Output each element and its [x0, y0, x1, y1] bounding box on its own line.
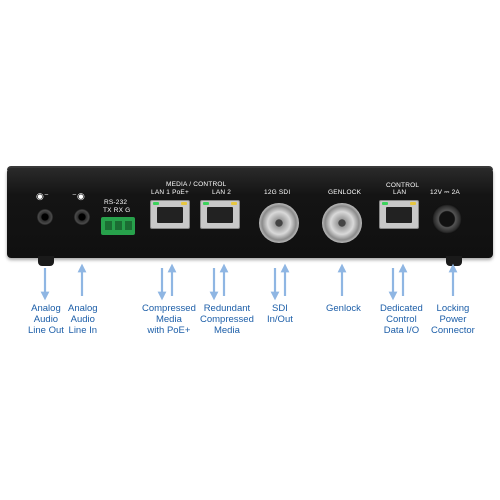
- caption-genlock: Genlock: [326, 303, 361, 314]
- control-lan-label: LAN: [393, 189, 407, 196]
- sdi-label: 12G SDI: [264, 189, 291, 196]
- lan1-label: LAN 1 PoE+: [151, 189, 189, 196]
- lan2-port: [200, 200, 240, 229]
- media-control-label: MEDIA / CONTROL: [166, 181, 227, 188]
- audio-out-icon: ◉⁻: [36, 191, 50, 201]
- analog-audio-out-jack: [37, 209, 53, 225]
- control-lan-port: [379, 200, 419, 229]
- right-foot: [446, 256, 462, 266]
- rs232-terminal-block: [101, 217, 135, 235]
- power-label: 12V ⎓ 2A: [430, 189, 460, 196]
- genlock-bnc-connector: [322, 203, 362, 243]
- left-foot: [38, 256, 54, 266]
- rs232-pins-label: TX RX G: [103, 207, 131, 214]
- lan2-label: LAN 2: [212, 189, 232, 196]
- genlock-label: GENLOCK: [328, 189, 362, 196]
- sdi-bnc-connector: [259, 203, 299, 243]
- control-label: CONTROL: [386, 182, 420, 189]
- locking-power-connector: [432, 204, 462, 234]
- audio-in-icon: ⁻◉: [72, 191, 86, 201]
- lan1-port: [150, 200, 190, 229]
- analog-audio-in-jack: [74, 209, 90, 225]
- rs232-label: RS-232: [104, 199, 128, 206]
